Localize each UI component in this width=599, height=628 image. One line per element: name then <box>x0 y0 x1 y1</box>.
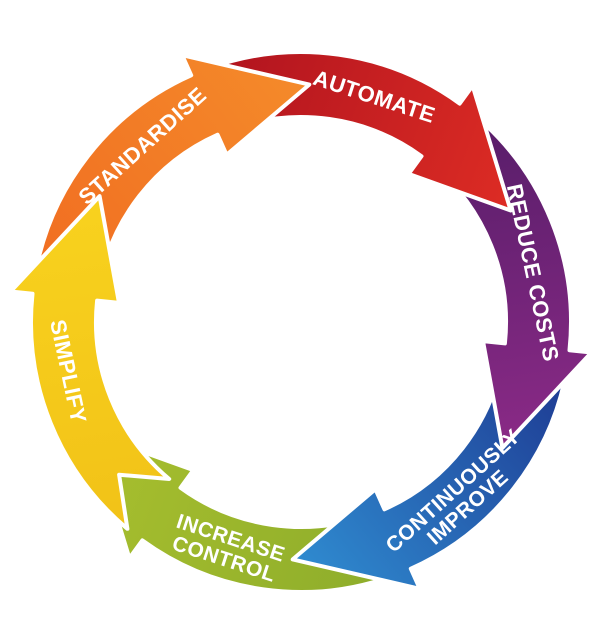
cycle-arrows <box>8 50 594 594</box>
arrow-simplify <box>8 194 172 531</box>
